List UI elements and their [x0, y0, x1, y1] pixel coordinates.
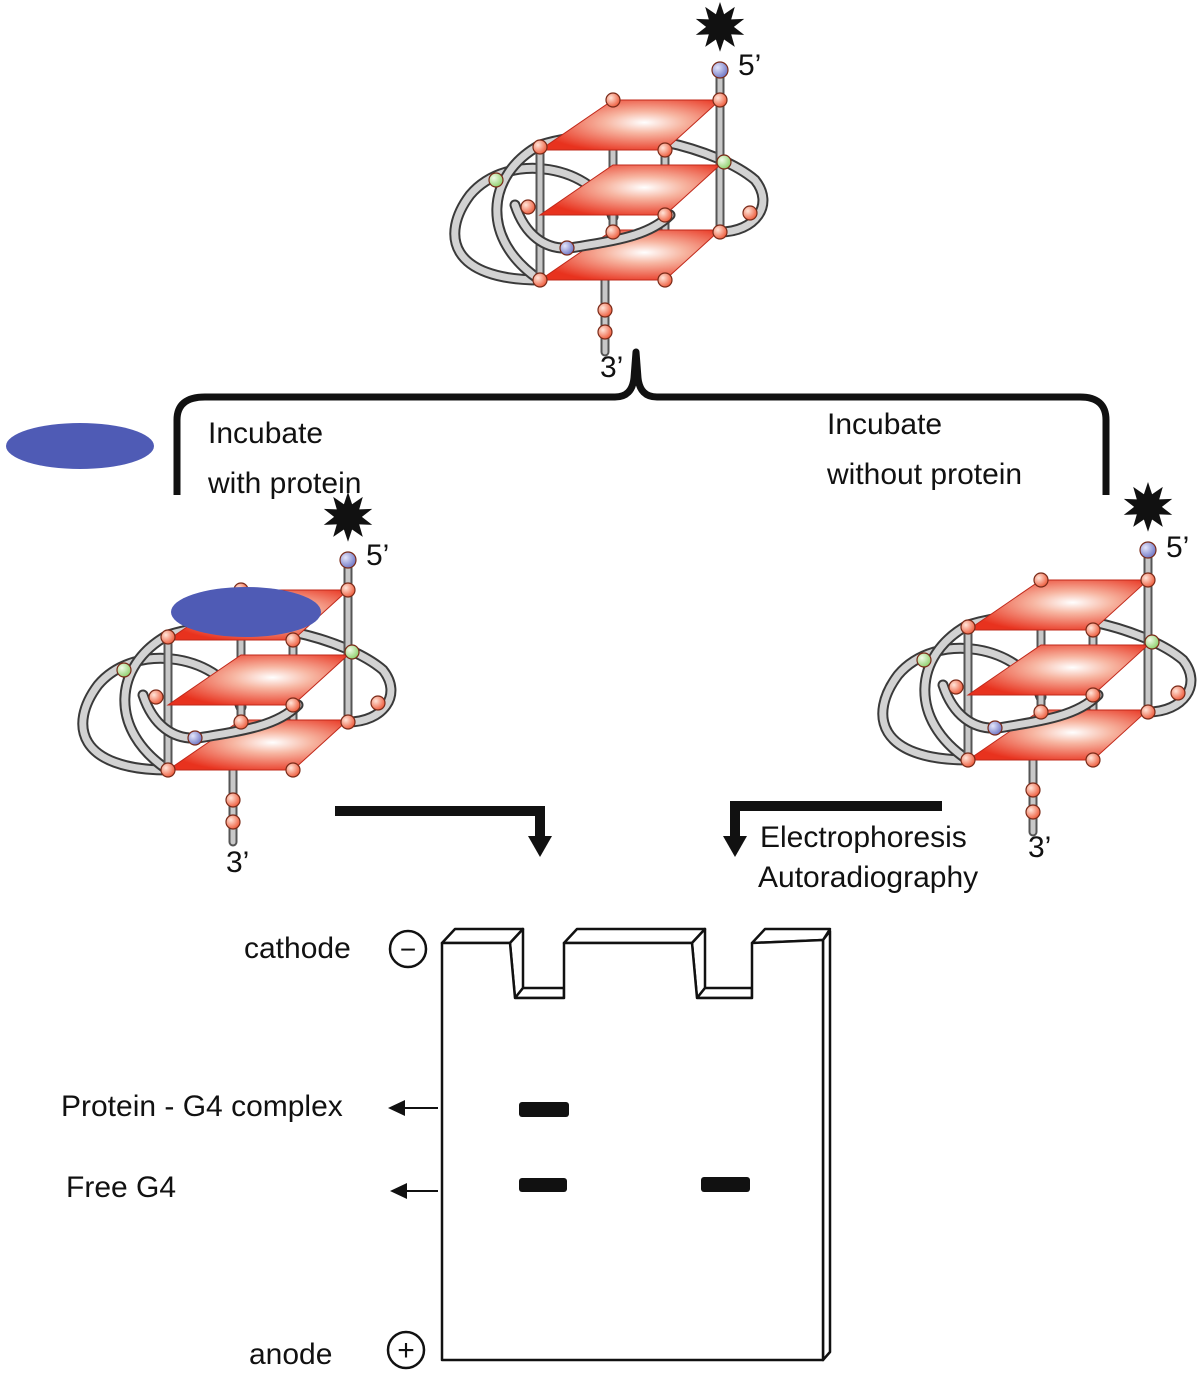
arrow-right-to-gel — [730, 801, 942, 840]
three-prime-label-right: 3’ — [1028, 831, 1051, 864]
complex-arrowhead — [388, 1100, 405, 1116]
anode-label: anode — [249, 1338, 332, 1371]
arrow-left-to-gel — [335, 806, 545, 840]
complex-band-lane1 — [519, 1102, 569, 1117]
three-prime-label-left: 3’ — [226, 846, 249, 879]
three-prime-label-top: 3’ — [600, 351, 623, 384]
g-quadruplex-right — [883, 482, 1191, 832]
gel-slab — [440, 927, 832, 1362]
free-band-label: Free G4 — [66, 1171, 176, 1204]
plus-sign: + — [397, 1334, 415, 1367]
minus-sign: − — [400, 934, 416, 965]
five-prime-label-top: 5’ — [738, 49, 761, 82]
g-quadruplex-top — [455, 2, 763, 352]
autoradiography-label: Autoradiography — [758, 861, 978, 894]
cathode-label: cathode — [244, 932, 351, 965]
free-band-lane2 — [701, 1177, 750, 1192]
free-band-lane1 — [519, 1178, 567, 1192]
split-bracket — [173, 348, 1110, 495]
electrophoresis-label: Electrophoresis — [760, 821, 967, 854]
five-prime-label-right: 5’ — [1166, 531, 1189, 564]
bound-protein-icon — [171, 587, 321, 637]
incubate-with-line2: with protein — [207, 467, 361, 500]
incubate-with-line1: Incubate — [208, 417, 323, 450]
arrowhead-right — [723, 836, 747, 857]
complex-band-label: Protein - G4 complex — [61, 1090, 343, 1123]
minus-icon — [388, 929, 428, 969]
five-prime-label-left: 5’ — [366, 539, 389, 572]
plus-icon — [386, 1330, 426, 1370]
g-quadruplex-left — [83, 492, 391, 842]
incubate-without-line1: Incubate — [827, 408, 942, 441]
free-arrowhead — [390, 1183, 407, 1199]
protein-ellipse-icon — [6, 423, 154, 469]
incubate-without-line2: without protein — [826, 458, 1022, 491]
arrowhead-left — [528, 836, 552, 857]
